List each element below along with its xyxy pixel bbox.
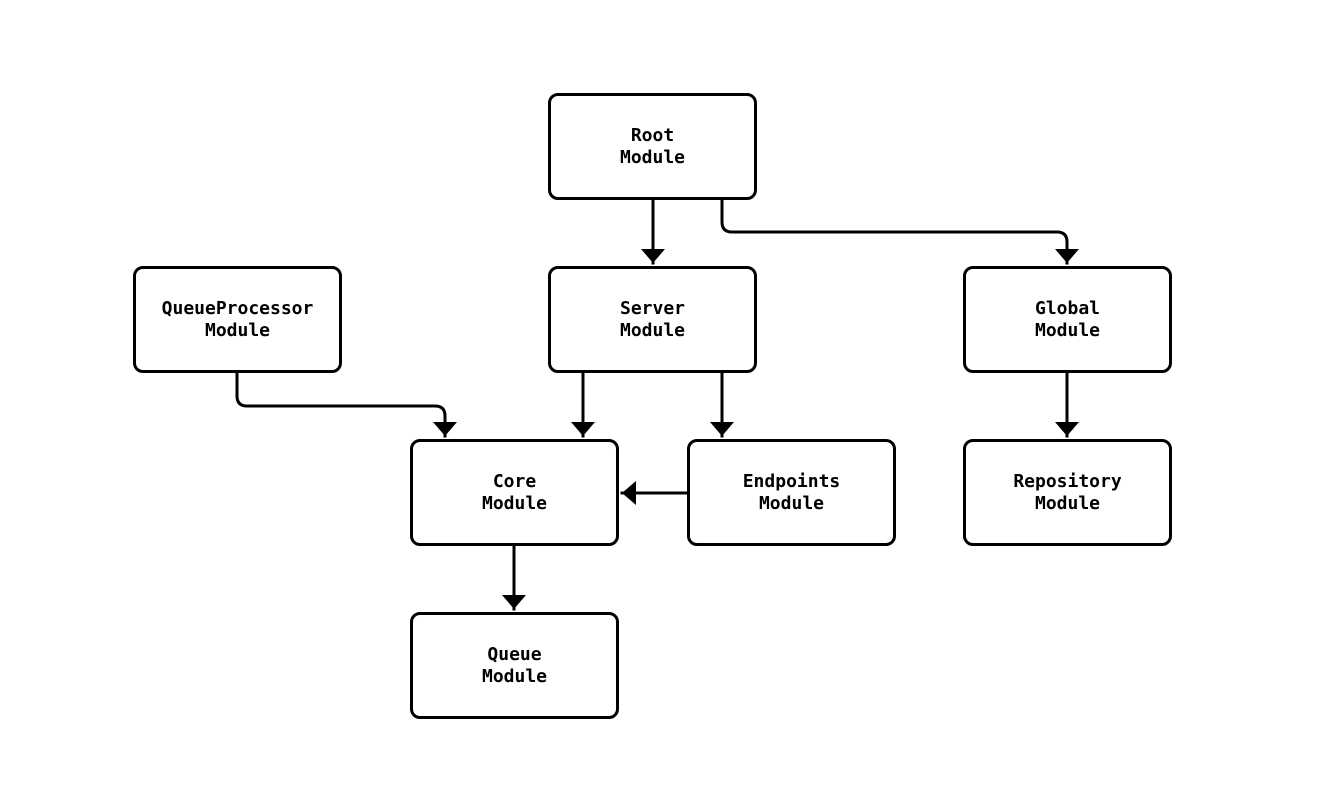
node-root-module: Root Module bbox=[548, 93, 757, 200]
node-global-module-label: Global Module bbox=[1034, 297, 1101, 341]
node-core-module: Core Module bbox=[410, 439, 619, 546]
node-repository-module-label: Repository Module bbox=[1013, 470, 1122, 514]
node-queueprocessor-module-label: QueueProcessor Module bbox=[161, 297, 314, 341]
node-queueprocessor-module: QueueProcessor Module bbox=[133, 266, 342, 373]
edge-root-to-global bbox=[720, 196, 1079, 265]
node-queue-module-label: Queue Module bbox=[481, 643, 548, 687]
node-root-module-label: Root Module bbox=[619, 124, 686, 168]
node-core-module-label: Core Module bbox=[481, 470, 548, 514]
edge-queueprocessor-to-core bbox=[235, 371, 457, 438]
node-global-module: Global Module bbox=[963, 266, 1172, 373]
node-queue-module: Queue Module bbox=[410, 612, 619, 719]
node-repository-module: Repository Module bbox=[963, 439, 1172, 546]
node-server-module-label: Server Module bbox=[619, 297, 686, 341]
node-endpoints-module: Endpoints Module bbox=[687, 439, 896, 546]
node-server-module: Server Module bbox=[548, 266, 757, 373]
node-endpoints-module-label: Endpoints Module bbox=[742, 470, 841, 514]
